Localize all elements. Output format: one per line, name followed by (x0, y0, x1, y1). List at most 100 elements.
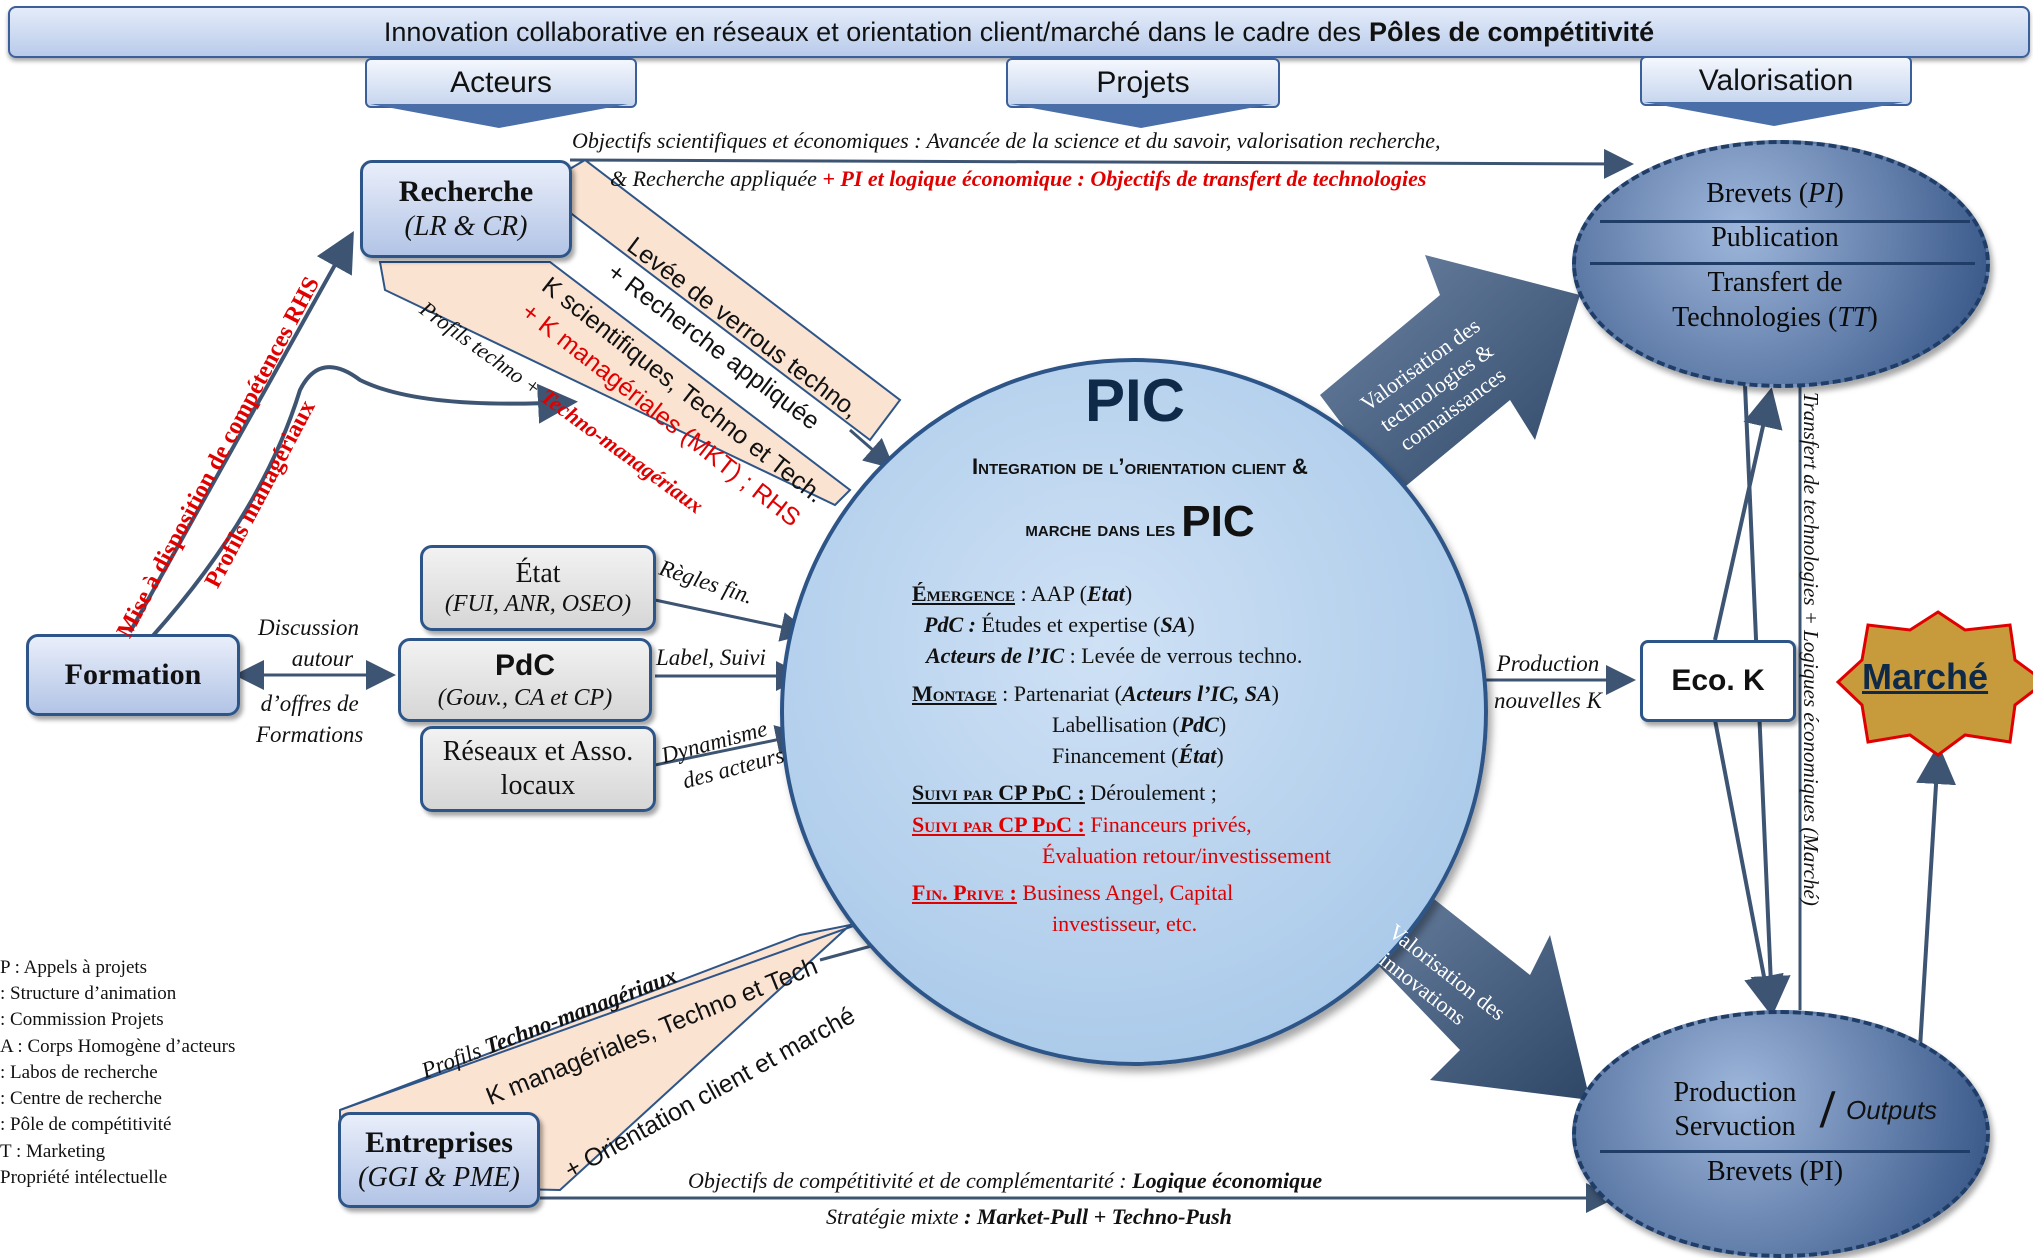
acteurs-heading: Acteurs de l’IC (926, 643, 1065, 669)
pdc-sa: SA (1160, 612, 1188, 638)
discussion-line4: Formations (256, 722, 364, 748)
discussion-label: Discussion autour (258, 612, 359, 674)
labellisation-text: Labellisation ( (1052, 711, 1180, 737)
legend-item: T : Marketing (0, 1140, 106, 1162)
publication: Publication (1711, 222, 1839, 253)
pic-label: PIC (1084, 366, 1186, 434)
bottom-objective-text2: Stratégie mixte (826, 1204, 959, 1229)
emergence-etat: Etat (1086, 581, 1125, 606)
divider-2 (1590, 262, 1975, 265)
top-objective-red: + PI et logique économique : Objectifs d… (822, 166, 1427, 191)
servuction-label: Servuction (1674, 1110, 1796, 1142)
pdc-sub: (Gouv., CA et CP) (437, 684, 613, 711)
reseaux-box: Réseaux et Asso. locaux (420, 726, 656, 812)
formation-title: Formation (64, 658, 202, 691)
label-suivi: Label, Suivi (656, 645, 766, 670)
montage-text: : Partenariat ( (996, 680, 1122, 706)
top-objective-black: & Recherche appliquée (610, 166, 817, 191)
pdc-text: Études et expertise ( (975, 612, 1161, 638)
pic-subtitle-2: marche dans les (1025, 516, 1176, 542)
legend-item: Propriété intélectuelle (0, 1166, 168, 1188)
top-objective-line1: Objectifs scientifiques et économiques :… (572, 128, 1441, 153)
legend-item: : Centre de recherche (0, 1088, 162, 1110)
column-acteurs: Acteurs (365, 58, 637, 108)
etat-pic-arrow (654, 598, 811, 642)
emergence-heading: Émergence (912, 581, 1016, 606)
pic-subtitle-1: Integration de l’orientation client & (972, 454, 1308, 479)
emergence-end: ) (1124, 581, 1133, 606)
recherche-sub: (LR & CR) (404, 211, 528, 243)
legend-item: : Labos de recherche (0, 1061, 158, 1083)
divider-1 (1600, 220, 1970, 223)
reseaux-pic-arrow (654, 725, 806, 767)
financement-text: Financement ( (1052, 743, 1179, 769)
entreprises-sub: (GGI & PME) (358, 1162, 520, 1194)
ecok-box: Eco. K (1640, 640, 1796, 722)
banner-bold: Pôles de compétitivité (1369, 16, 1655, 47)
marche-title: Marché (1862, 656, 1989, 697)
brevets-top-it: PI (1808, 178, 1835, 209)
recherche-box: Recherche (LR & CR) (360, 160, 572, 258)
acteurs-chevron (370, 104, 628, 128)
finprive-bold: investisseur, etc. (1052, 911, 1198, 937)
montage-heading: Montage (912, 680, 997, 706)
brevets-top-end: ) (1834, 178, 1844, 209)
transfert-line2: Technologies ( (1672, 302, 1838, 333)
pdc-title: PdC (495, 648, 555, 682)
suivi2-heading: Suivi par CP PdC : (912, 811, 1085, 837)
production-servuction: Production Servuction (1660, 1076, 1810, 1143)
column-acteurs-label: Acteurs (450, 66, 552, 99)
montage-end: ) (1271, 680, 1279, 706)
suivi1-text: Déroulement ; (1084, 780, 1217, 806)
transfert-vertical-label: Transfert de technologies + Logiques éco… (1799, 392, 1823, 906)
labellisation-end: ) (1218, 711, 1227, 737)
pdc-end: ) (1187, 612, 1195, 638)
brevets-bottom: Brevets (PI) (1706, 1156, 1844, 1187)
discussion-line3: d’offres de (260, 691, 359, 716)
bottom-objective-bold1: Logique économique (1132, 1168, 1323, 1193)
transfert-it: TT (1837, 302, 1869, 333)
bottom-objective-line2: Stratégie mixte : Market-Pull + Techno-P… (826, 1204, 1232, 1230)
title-banner: Innovation collaborative en réseaux et o… (8, 6, 2030, 58)
emergence-text: : AAP ( (1015, 581, 1087, 606)
ecok-title: Eco. K (1671, 664, 1765, 697)
suivi2b-text: Évaluation retour/investissement (1042, 842, 1331, 868)
etat-sub: (FUI, ANR, OSEO) (444, 591, 632, 618)
ecok-bottom-arrow (1713, 719, 1784, 1016)
legend: P : Appels à projets : Structure d’anima… (0, 955, 235, 1191)
pdc-heading: PdC : (924, 612, 976, 638)
finprive-text: Business Angel, Capital (1016, 880, 1234, 906)
formation-recherche-arrow (128, 231, 354, 633)
etat-title: État (515, 557, 561, 589)
bottom-objective-text1: Objectifs de compétitivité et de complém… (688, 1168, 1127, 1193)
discussion-label-2: d’offres de Formations (256, 688, 363, 750)
financement-end: ) (1216, 743, 1224, 769)
slash-divider: / (1820, 1079, 1836, 1139)
brevets-top-label: Brevets ( (1706, 178, 1809, 209)
production-k-line2: nouvelles K (1494, 687, 1602, 713)
legend-item: P : Appels à projets (0, 957, 148, 978)
bottom-marche-arrow (1916, 744, 1957, 1049)
acteurs-text: : Levée de verrous techno. (1064, 643, 1303, 669)
montage-bold: Acteurs l’IC, SA (1121, 680, 1272, 706)
top-objective-line2: & Recherche appliquée + PI et logique éc… (610, 166, 1426, 192)
legend-item: : Pôle de compétitivité (0, 1114, 172, 1136)
valorisation-chevron (1644, 102, 1904, 126)
column-valorisation-label: Valorisation (1698, 64, 1854, 97)
entreprises-title: Entreprises (365, 1126, 513, 1160)
transfert-tt: Transfert de Technologies (TT) (1620, 265, 1930, 335)
production-label: Production (1673, 1077, 1797, 1108)
banner-text: Innovation collaborative en réseaux et o… (383, 16, 1361, 47)
financement-bold: État (1178, 743, 1217, 769)
ecok-top-arrow (1713, 387, 1783, 641)
labellisation-bold: PdC (1179, 711, 1219, 737)
transfert-line1: Transfert de (1707, 267, 1843, 298)
pic-body: Émergence : AAP (Etat) PdC : Études et e… (912, 578, 1432, 940)
entreprises-box: Entreprises (GGI & PME) (338, 1112, 540, 1208)
profils-techno-arrow (138, 365, 578, 652)
pdc-box: PdC (Gouv., CA et CP) (398, 638, 652, 722)
marche-shape (1835, 610, 2033, 757)
recherche-band-2 (378, 261, 852, 507)
pic-subtitle: Integration de l’orientation client & ma… (900, 448, 1380, 560)
recherche-title: Recherche (398, 175, 534, 209)
